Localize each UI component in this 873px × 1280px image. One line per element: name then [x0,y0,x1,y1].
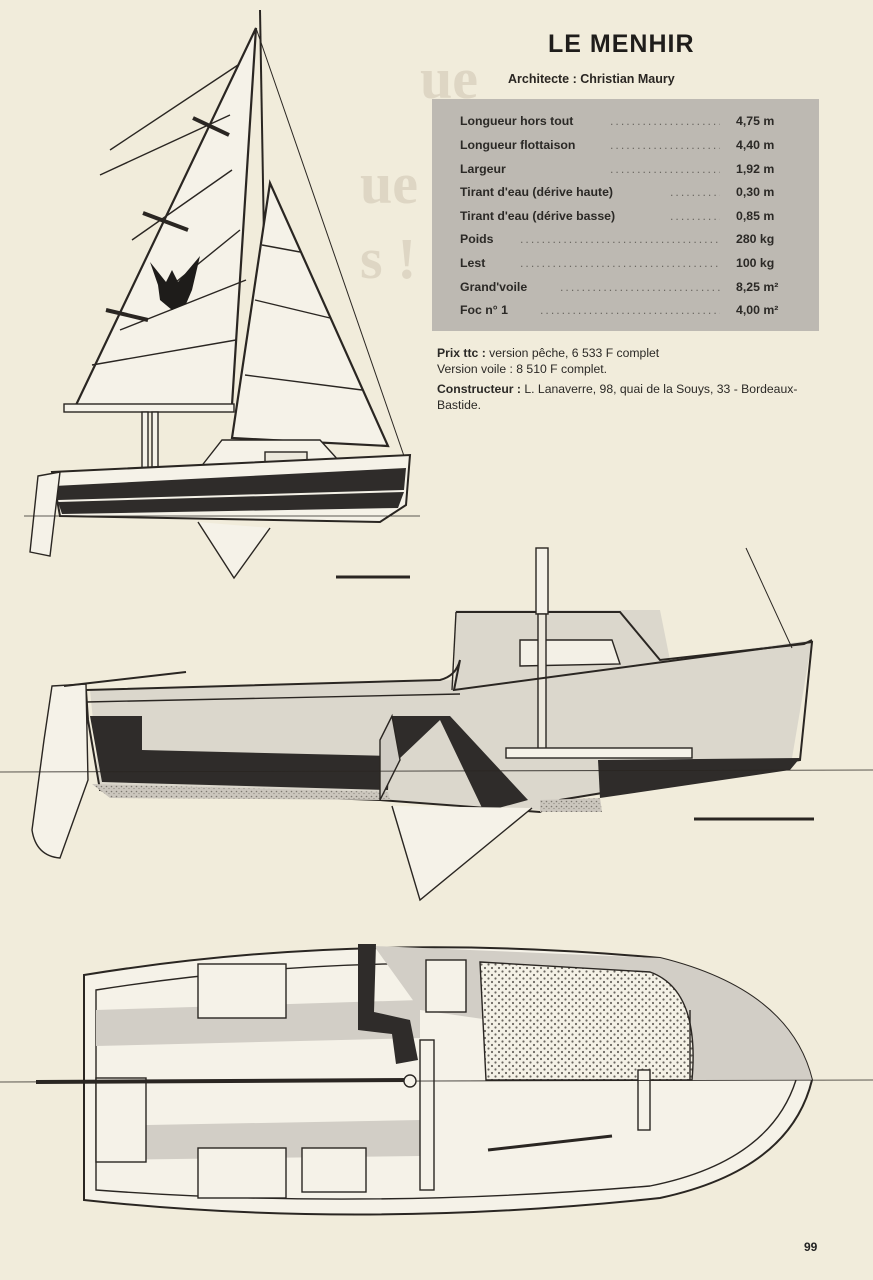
deck-plan-view [0,944,873,1216]
page-number: 99 [804,1240,818,1254]
spec-value: 8,25 m² [736,280,779,294]
bat-emblem-icon [150,256,200,310]
leader-dots: ............................... [610,114,720,128]
spec-value: 4,00 m² [736,303,779,317]
spec-label: Largeur [460,162,506,176]
leader-dots: .................................... [540,303,720,317]
spec-label: Foc n° 1 [460,303,508,317]
sail-plan-view [24,9,420,580]
spec-value: 280 kg [736,232,775,246]
spec-value: 100 kg [736,256,775,270]
spec-label: Longueur flottaison [460,138,576,152]
builder-text: L. Lanaverre, 98, quai de la Souys, 33 -… [437,382,798,412]
builder-label: Constructeur : [437,382,521,396]
spec-label: Tirant d'eau (dérive basse) [460,209,616,223]
spec-label: Longueur hors tout [460,114,574,128]
spec-label: Lest [460,256,486,270]
leader-dots: ........................................… [520,232,720,246]
spec-value: 0,85 m [736,209,775,223]
architect-credit: Architecte : Christian Maury [508,72,675,86]
leader-dots: ................................ [560,280,720,294]
spec-label: Poids [460,232,494,246]
spec-value: 4,75 m [736,114,775,128]
builder-info: Constructeur : L. Lanaverre, 98, quai de… [437,381,827,413]
leader-dots: ........................................… [520,256,720,270]
spec-label: Tirant d'eau (dérive haute) [460,185,614,199]
price-line-1: version pêche, 6 533 F complet [489,346,660,360]
spec-label: Grand'voile [460,280,528,294]
spec-row: Largeur ............................... … [460,162,800,184]
spec-row: Longueur flottaison ....................… [460,138,800,160]
spec-row: Lest ...................................… [460,256,800,278]
profile-section-view [0,547,873,902]
spec-value: 0,30 m [736,185,775,199]
specifications-table: Longueur hors tout .....................… [432,99,819,331]
price-label: Prix ttc : [437,346,486,360]
leader-dots: ............................... [610,138,720,152]
spec-value: 1,92 m [736,162,775,176]
spec-row: Longueur hors tout .....................… [460,114,800,136]
price-info: Prix ttc : version pêche, 6 533 F comple… [437,345,827,377]
spec-row: Tirant d'eau (dérive basse) .......... 0… [460,209,800,231]
spec-row: Poids ..................................… [460,232,800,254]
spec-row: Foc n° 1 ...............................… [460,303,800,325]
spec-row: Tirant d'eau (dérive haute) .......... 0… [460,185,800,207]
price-line-2: Version voile : 8 510 F complet. [437,362,608,376]
leader-dots: .......... [670,209,720,223]
page-title: LE MENHIR [548,30,695,58]
spec-value: 4,40 m [736,138,775,152]
leader-dots: ............................... [610,162,720,176]
leader-dots: .......... [670,185,720,199]
spec-row: Grand'voile ............................… [460,280,800,302]
